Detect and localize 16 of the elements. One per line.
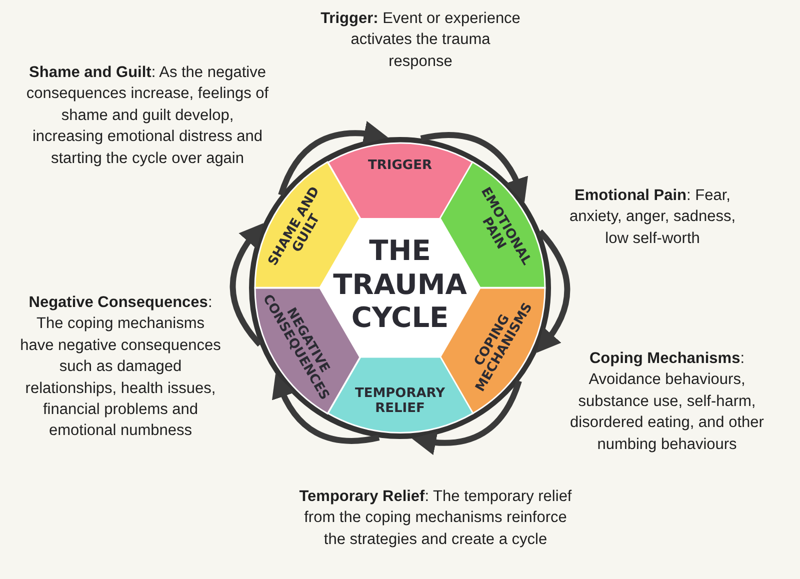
- cycle-arrow: [420, 132, 528, 202]
- cycle-arrow: [272, 374, 380, 444]
- description-text: Coping Mechanisms: Avoidance behaviours, substance use, self-harm, disordered eating, and other numbing behaviours: [553, 348, 781, 455]
- description-text: Shame and Guilt: As the negative consequences increase, feelings of shame and guilt develop, increasing emotional distress and starting the cycle over again: [25, 62, 270, 169]
- description-text: Trigger: Event or experience activates the trauma response: [318, 8, 523, 72]
- cycle-arrow: [278, 122, 388, 196]
- description-text: Emotional Pain: Fear, anxiety, anger, sadness, low self-worth: [565, 185, 740, 250]
- description-text: Temporary Relief: The temporary relief from the coping mechanisms reinforce the strategies and create a cycle: [298, 486, 573, 550]
- cycle-arrow: [230, 222, 264, 347]
- description-text: Negative Consequences: The coping mechanisms have negative consequences such as damaged relationships, health issues, financial problems and emotional numbness: [18, 292, 223, 442]
- wheel-title: THE TRAUMA CYCLE: [332, 234, 468, 335]
- wheel-segment: [328, 143, 472, 219]
- cycle-arrow: [412, 380, 522, 454]
- segment-label: TEMPORARY RELIEF: [354, 387, 446, 416]
- segment-label: TRIGGER: [367, 158, 433, 173]
- cycle-arrow: [536, 229, 570, 354]
